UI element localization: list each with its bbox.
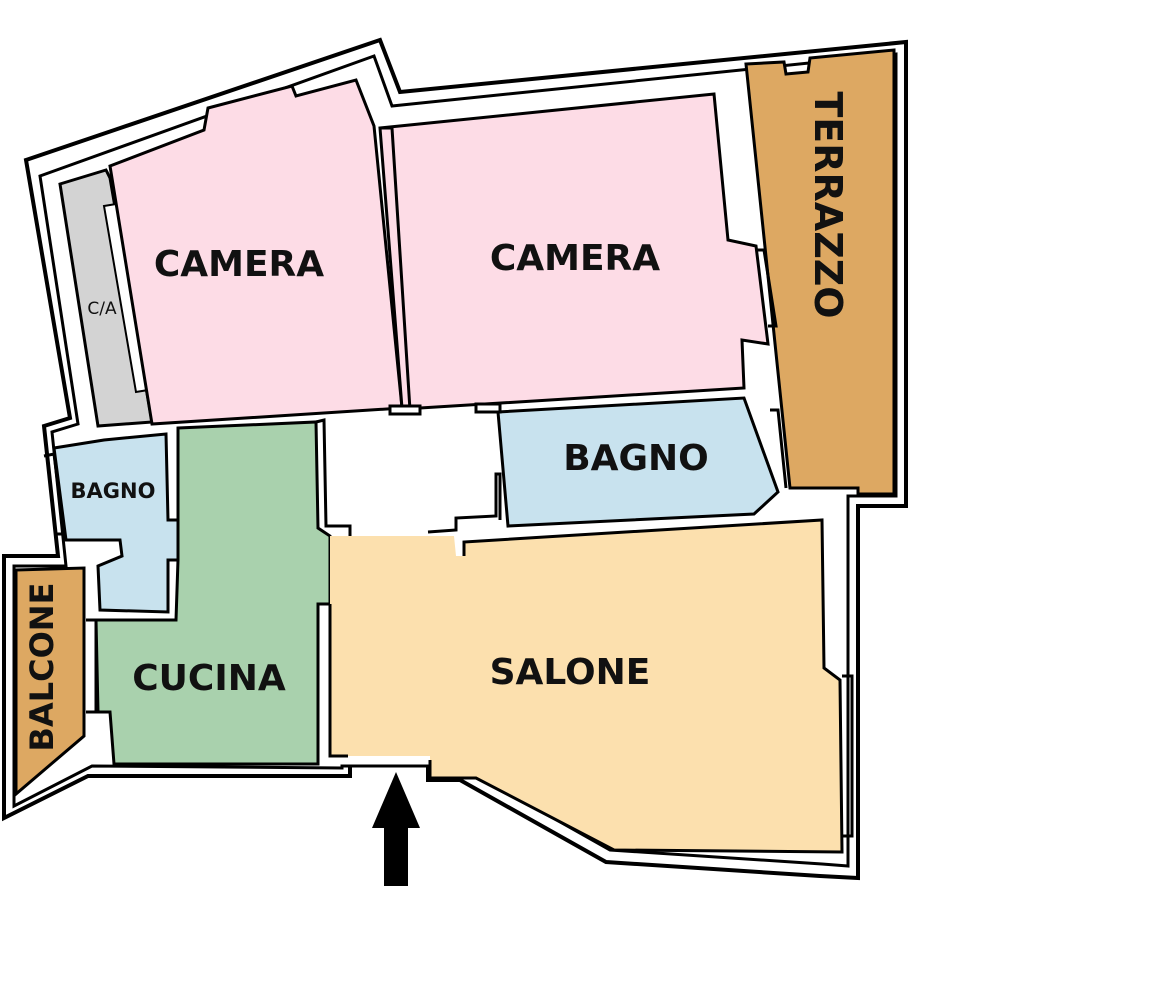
- wall-salone-window: [842, 674, 854, 838]
- room-balcone-fill: [14, 566, 86, 798]
- wall-bagno-window: [43, 452, 66, 536]
- room-bagno-small-fill: [52, 432, 180, 614]
- internal-walls: [43, 126, 854, 838]
- label-closet: C/A: [87, 299, 117, 319]
- label-camera-right: CAMERA: [490, 238, 660, 279]
- room-terrazzo-fill: [744, 48, 896, 496]
- label-bagno-large: BAGNO: [563, 438, 709, 479]
- room-cucina-fill: [94, 420, 332, 766]
- salone-wall-left: [328, 604, 348, 758]
- wall-between-camere: [380, 126, 412, 411]
- salone-wall-edge: [428, 518, 844, 854]
- label-cucina: CUCINA: [132, 658, 286, 699]
- wall-terrazzo-window: [756, 248, 778, 328]
- room-salone-fill: [330, 520, 842, 852]
- wall-bagno-terrazzo: [770, 408, 788, 489]
- wall-corridor-left: [315, 418, 352, 536]
- label-terrazzo: TERRAZZO: [806, 91, 850, 318]
- label-bagno-small: BAGNO: [71, 479, 156, 503]
- up-arrow-icon: [372, 772, 420, 886]
- door-stop-bagno: [474, 402, 502, 414]
- room-camera-left-fill: [108, 78, 404, 426]
- door-stop-camera: [388, 404, 422, 416]
- wall-corridor-bottom: [427, 472, 502, 534]
- label-balcone: BALCONE: [23, 583, 61, 752]
- wall-kitchen-window: [86, 618, 98, 714]
- label-camera-left: CAMERA: [154, 244, 324, 285]
- label-salone: SALONE: [490, 652, 651, 693]
- room-bagno-large-fill: [496, 396, 780, 528]
